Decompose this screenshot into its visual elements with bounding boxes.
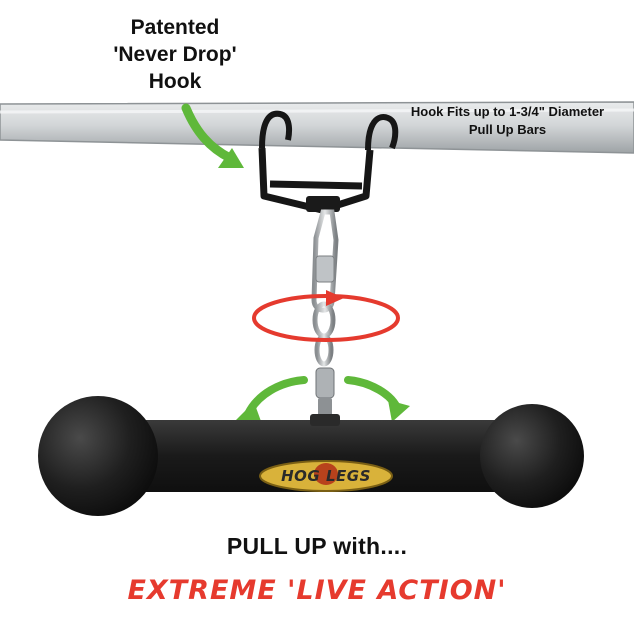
logo-wordmark: HOG LEGS [281, 467, 371, 485]
fit-note: Hook Fits up to 1-3/4" Diameter Pull Up … [385, 103, 630, 139]
hog-legs-handle [38, 396, 584, 516]
swing-arrow-icon [236, 376, 410, 424]
headline-line-2: 'Never Drop' [113, 43, 237, 66]
headline-line-1: Patented [130, 16, 220, 39]
fit-note-line-2: Pull Up Bars [468, 122, 547, 137]
pull-up-bar [0, 101, 634, 154]
curved-arrow-icon [181, 103, 244, 168]
chain [312, 301, 336, 416]
tagline-main: PULL UP with.... [226, 533, 408, 559]
rotation-icon [252, 290, 400, 342]
fit-note-line-1: Hook Fits up to 1-3/4" Diameter [410, 104, 605, 119]
tagline-action: EXTREME 'LIVE ACTION' [127, 575, 507, 606]
carabiner [311, 209, 339, 313]
headline: Patented 'Never Drop' Hook [95, 14, 255, 95]
headline-line-3: Hook [148, 70, 202, 93]
